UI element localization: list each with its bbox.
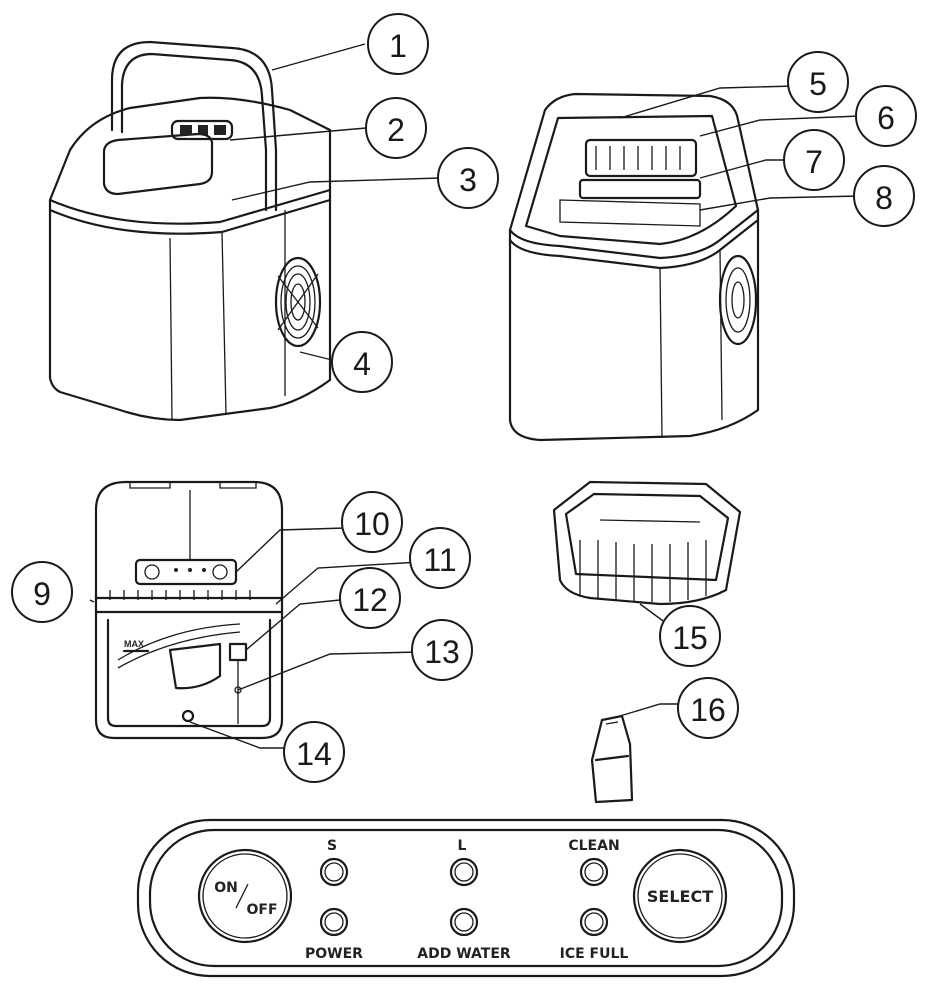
unit-body-open [508, 92, 760, 442]
select-button[interactable]: SELECT [632, 848, 728, 944]
ice-scoop [590, 714, 634, 804]
front-control-strip [134, 558, 238, 586]
fan-grille-right [718, 254, 758, 346]
svg-text:5: 5 [809, 66, 827, 102]
lid-window [102, 132, 214, 196]
ice-tray-comb [94, 596, 284, 614]
ice-maker-closed-view [48, 40, 332, 422]
carry-handle [110, 40, 278, 212]
indicator-label-power: POWER [305, 946, 363, 962]
svg-text:9: 9 [33, 576, 51, 612]
indicator-label-l: L [458, 838, 467, 854]
indicator-light-clean [579, 857, 609, 887]
callout-15: 15 [659, 605, 721, 667]
indicator-light-l [449, 857, 479, 887]
svg-text:4: 4 [353, 346, 371, 382]
drain-plug [181, 709, 195, 723]
front-body [94, 480, 284, 602]
svg-text:13: 13 [424, 634, 460, 670]
callout-6: 6 [855, 85, 917, 147]
svg-text:15: 15 [672, 620, 708, 656]
on-off-button[interactable]: ON OFF [197, 848, 293, 944]
callout-16: 16 [677, 677, 739, 739]
select-label: SELECT [647, 887, 713, 906]
indicator-label-s: S [327, 838, 337, 854]
indicator-light-power [319, 907, 349, 937]
unit-body [48, 96, 332, 422]
svg-text:14: 14 [296, 736, 332, 772]
water-reservoir [94, 610, 284, 740]
callout-13: 13 [411, 619, 473, 681]
callout-9: 9 [11, 561, 73, 623]
callout-12: 12 [339, 567, 401, 629]
svg-text:16: 16 [690, 692, 726, 728]
svg-text:10: 10 [354, 506, 390, 542]
callout-4: 4 [331, 331, 393, 393]
evaporator-rack [578, 178, 702, 200]
fan-grille [274, 256, 322, 348]
on-off-label-bottom: OFF [246, 902, 277, 918]
indicator-label-ice-full: ICE FULL [560, 946, 629, 962]
callout-8: 8 [853, 165, 915, 227]
ice-tray [584, 138, 698, 178]
on-off-label-top: ON [214, 880, 238, 896]
water-pump [228, 642, 248, 662]
max-water-label: MAX [124, 639, 144, 649]
svg-text:12: 12 [352, 582, 388, 618]
svg-text:1: 1 [389, 28, 407, 64]
callout-10: 10 [341, 491, 403, 553]
callout-2: 2 [365, 97, 427, 159]
callout-1: 1 [367, 13, 429, 75]
svg-text:7: 7 [805, 144, 823, 180]
indicator-light-add-water [449, 907, 479, 937]
top-control-strip [170, 119, 234, 141]
svg-text:8: 8 [875, 180, 893, 216]
indicator-light-s [319, 857, 349, 887]
indicator-label-add-water: ADD WATER [417, 946, 511, 962]
control-panel-outline [136, 818, 796, 978]
callout-14: 14 [283, 721, 345, 783]
control-panel: ON OFF SELECT S L CLEAN POWER ADD WATER … [136, 818, 796, 978]
callout-11: 11 [409, 527, 471, 589]
svg-text:3: 3 [459, 162, 477, 198]
indicator-label-clean: CLEAN [568, 838, 619, 854]
callout-5: 5 [787, 51, 849, 113]
ice-basket [552, 480, 742, 606]
svg-text:6: 6 [877, 100, 895, 136]
indicator-light-ice-full [579, 907, 609, 937]
svg-text:11: 11 [423, 542, 456, 578]
ice-maker-front-view: MAX [94, 480, 284, 740]
svg-text:2: 2 [387, 112, 405, 148]
callout-3: 3 [437, 147, 499, 209]
ice-maker-open-view [508, 92, 760, 442]
callout-7: 7 [783, 129, 845, 191]
leader-lines [89, 43, 861, 749]
